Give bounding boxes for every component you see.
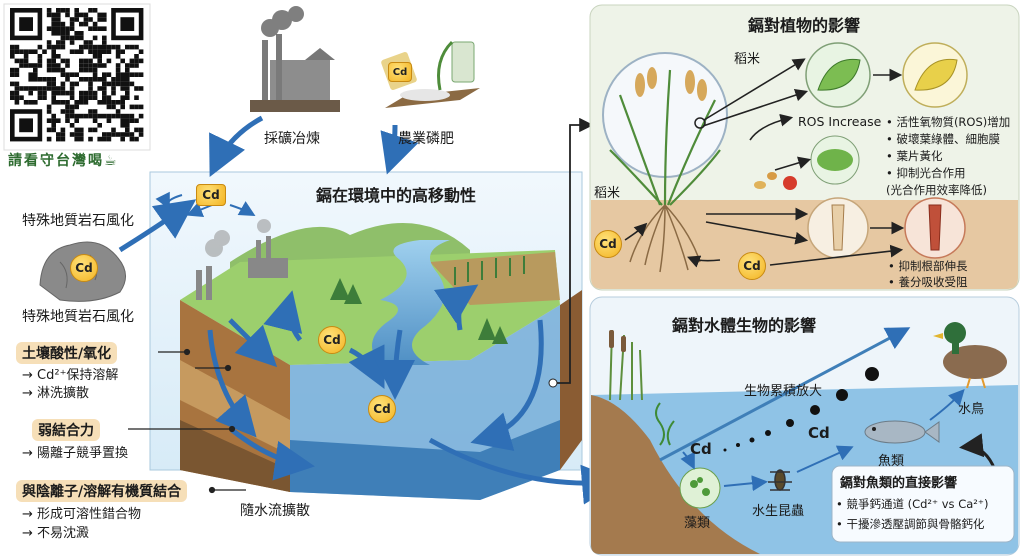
root-effect: • 抑制根部伸長 [888, 259, 968, 273]
algae-label: 藻類 [684, 516, 711, 531]
cd-text-water: Cd [690, 440, 712, 458]
qr-caption: 請看守台灣喝☕ [8, 153, 119, 169]
leaf-effect: (光合作用效率降低) [886, 183, 987, 197]
ros-label: ROS Increase [798, 114, 882, 129]
cd-badge-water: Cd [368, 395, 396, 423]
factor-line: → 形成可溶性錯合物 [22, 507, 142, 522]
cd-badge-root-right: Cd [738, 252, 766, 280]
fish-box-line: • 競爭鈣通道 (Cd²⁺ vs Ca²⁺) [836, 497, 989, 511]
fish-illustration [864, 420, 940, 444]
fish-label: 魚類 [878, 454, 905, 469]
landscape-block [149, 171, 583, 500]
bird-label: 水鳥 [958, 402, 985, 417]
biomag-label: 生物累積放大 [744, 384, 823, 399]
factor-title-complex: 與陰離子/溶解有機質結合 [16, 480, 188, 502]
mining-label: 採礦冶煉 [264, 131, 320, 147]
factor-title-acidity: 土壤酸性/氧化 [16, 342, 118, 364]
fish-box-title: 鎘對魚類的直接影響 [840, 476, 958, 491]
qr-code [3, 3, 151, 151]
flow-label: 隨水流擴散 [240, 503, 310, 519]
cd-badge-root-left: Cd [594, 230, 622, 258]
weathering-label-bottom: 特殊地質岩石風化 [22, 309, 134, 325]
mining-factory-illustration [250, 6, 340, 112]
weathering-label-top: 特殊地質岩石風化 [22, 213, 134, 229]
rice-label-left: 稻米 [594, 186, 621, 201]
fertilizer-label: 農業磷肥 [398, 131, 454, 147]
factor-title-binding: 弱結合力 [32, 419, 100, 441]
duck-illustration [933, 322, 1007, 389]
factor-line: → Cd²⁺保持溶解 [22, 368, 119, 383]
root-effect: • 養分吸收受阻 [888, 275, 968, 289]
plant-panel-title: 鎘對植物的影響 [748, 16, 861, 35]
cd-badge-fertilizer: Cd [388, 62, 412, 82]
aquatic-panel-title: 鎘對水體生物的影響 [672, 316, 817, 335]
cd-badge-land: Cd [318, 326, 346, 354]
factor-line: → 陽離子競爭置換 [22, 446, 129, 461]
cd-badge-rock: Cd [70, 254, 98, 282]
leaf-effect: • 活性氧物質(ROS)增加 [886, 115, 1011, 129]
center-title: 鎘在環境中的高移動性 [316, 186, 477, 205]
leaf-effect: • 抑制光合作用 [886, 166, 966, 180]
leaf-effect: • 葉片黃化 [886, 149, 943, 163]
factor-line: → 淋洗擴散 [22, 386, 90, 401]
rice-label-top: 稻米 [734, 52, 761, 67]
leaf-effect: • 破壞葉綠體、細胞膜 [886, 132, 1000, 146]
factor-line: → 不易沈澱 [22, 526, 90, 541]
aquatic-panel-art [589, 296, 1020, 556]
fish-box-line: • 干擾滲透壓調節與骨骼鈣化 [836, 517, 985, 531]
cd-text-chain: Cd [808, 424, 830, 442]
cd-badge-air: Cd [196, 184, 226, 206]
plant-panel-art [589, 4, 1020, 291]
insect-label: 水生昆蟲 [752, 504, 805, 519]
